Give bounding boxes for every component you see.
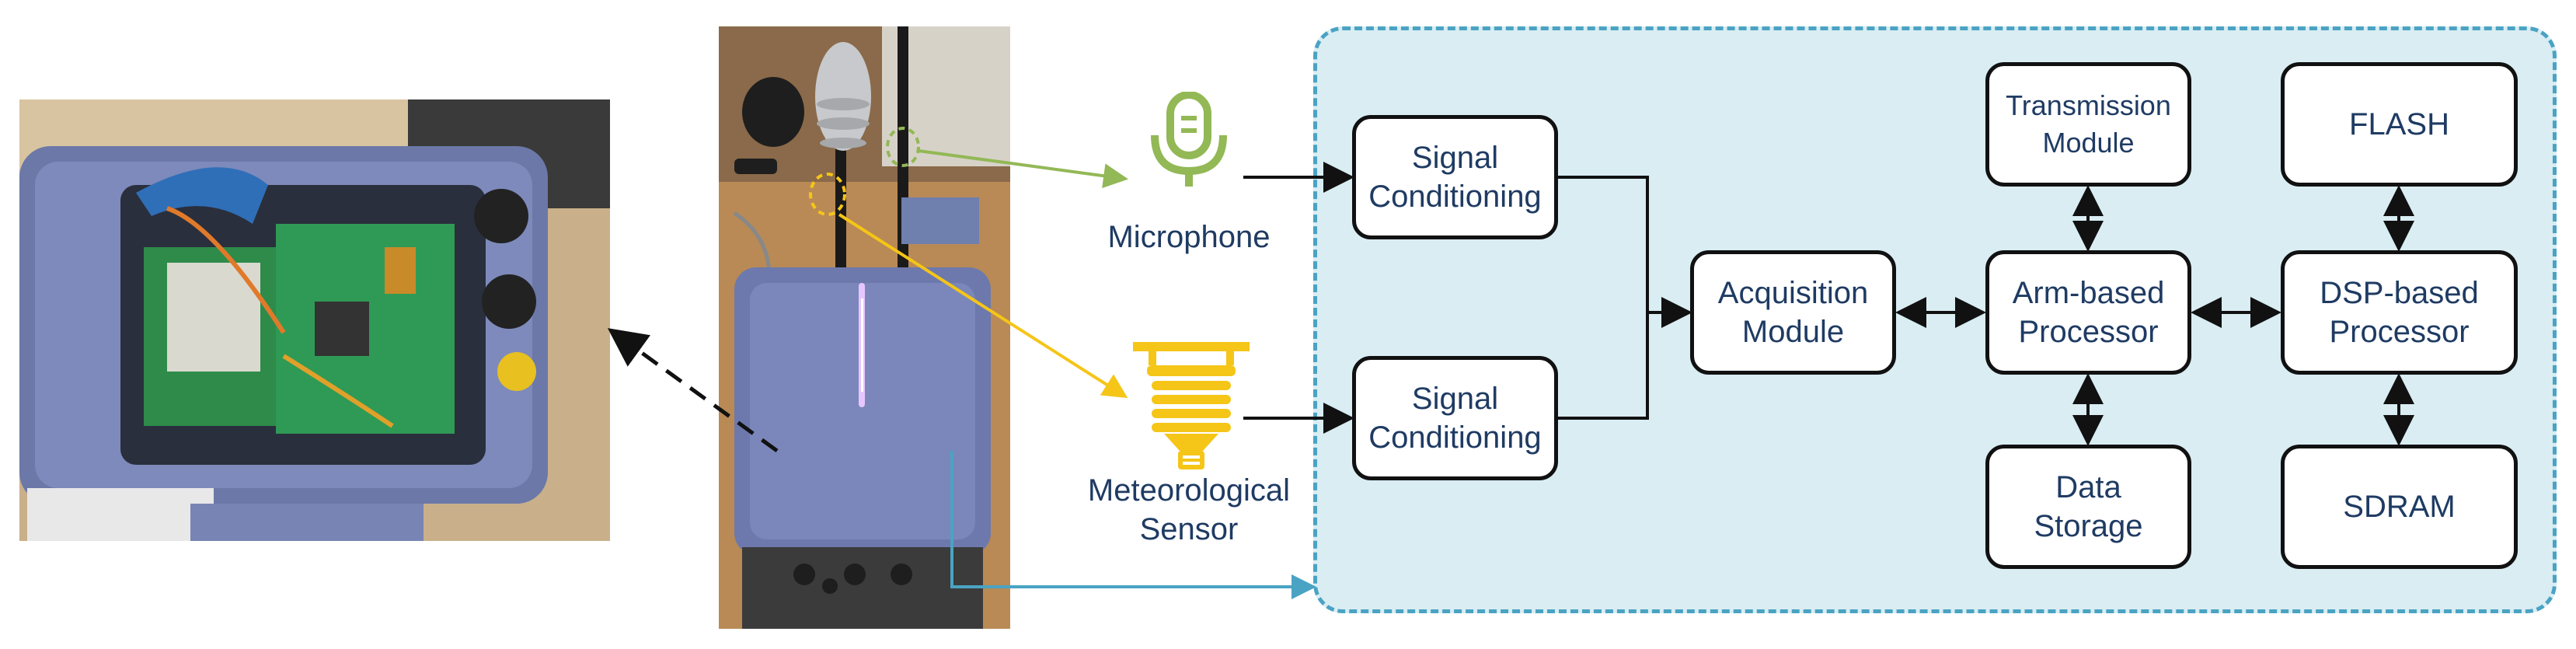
microphone-icon	[1141, 91, 1237, 188]
acquisition-module-label: Acquisition Module	[1717, 276, 1869, 349]
circuit-board-photo	[19, 99, 610, 541]
signal-conditioning-block-2: Signal Conditioning	[1352, 356, 1558, 480]
transmission-module-label: Transmission Module	[2006, 89, 2171, 159]
meteorological-sensor-label: Meteorological Sensor	[1087, 473, 1291, 546]
arm-processor-label: Arm-based Processor	[2012, 276, 2165, 349]
microphone-highlight-marker	[886, 127, 920, 167]
signal-conditioning-label-2: Signal Conditioning	[1368, 382, 1542, 455]
signal-conditioning-block-1: Signal Conditioning	[1352, 115, 1558, 239]
signal-conditioning-label-1: Signal Conditioning	[1368, 141, 1542, 214]
weather-station-icon	[1133, 342, 1250, 470]
transmission-module-block: Transmission Module	[1985, 62, 2191, 187]
microphone-label: Microphone	[1107, 220, 1271, 254]
data-storage-label: Data Storage	[2034, 470, 2143, 543]
sdram-block: SDRAM	[2281, 445, 2518, 569]
flash-block: FLASH	[2281, 62, 2518, 187]
sdram-label: SDRAM	[2343, 490, 2456, 524]
arm-processor-block: Arm-based Processor	[1985, 250, 2191, 375]
data-storage-block: Data Storage	[1985, 445, 2191, 569]
acquisition-module-block: Acquisition Module	[1690, 250, 1896, 375]
flash-label: FLASH	[2349, 107, 2449, 141]
dsp-processor-label: DSP-based Processor	[2320, 276, 2479, 349]
sensor-highlight-marker	[809, 173, 846, 216]
dsp-processor-block: DSP-based Processor	[2281, 250, 2518, 375]
